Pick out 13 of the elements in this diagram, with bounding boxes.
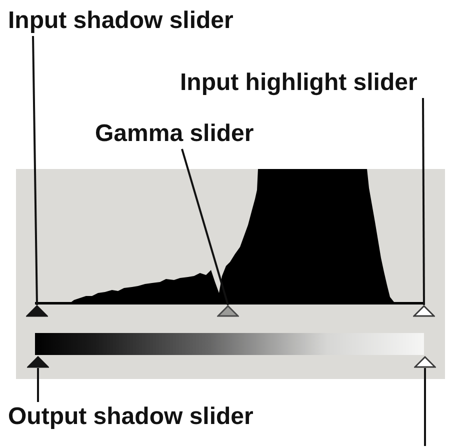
slider-icon xyxy=(413,305,435,317)
callout-label: Input shadow slider xyxy=(8,6,234,36)
leader-line xyxy=(424,368,426,446)
slider-icon xyxy=(414,356,436,368)
slider-icon xyxy=(26,305,48,317)
leader-line xyxy=(37,368,39,402)
callout-label: Input highlight slider xyxy=(180,68,418,98)
callout-label: Gamma slider xyxy=(95,119,254,149)
leader-line xyxy=(181,148,229,306)
leader-line xyxy=(422,98,425,305)
leader-line xyxy=(32,36,38,306)
callout-label: Output shadow slider xyxy=(8,402,254,432)
slider-icon xyxy=(27,356,49,368)
